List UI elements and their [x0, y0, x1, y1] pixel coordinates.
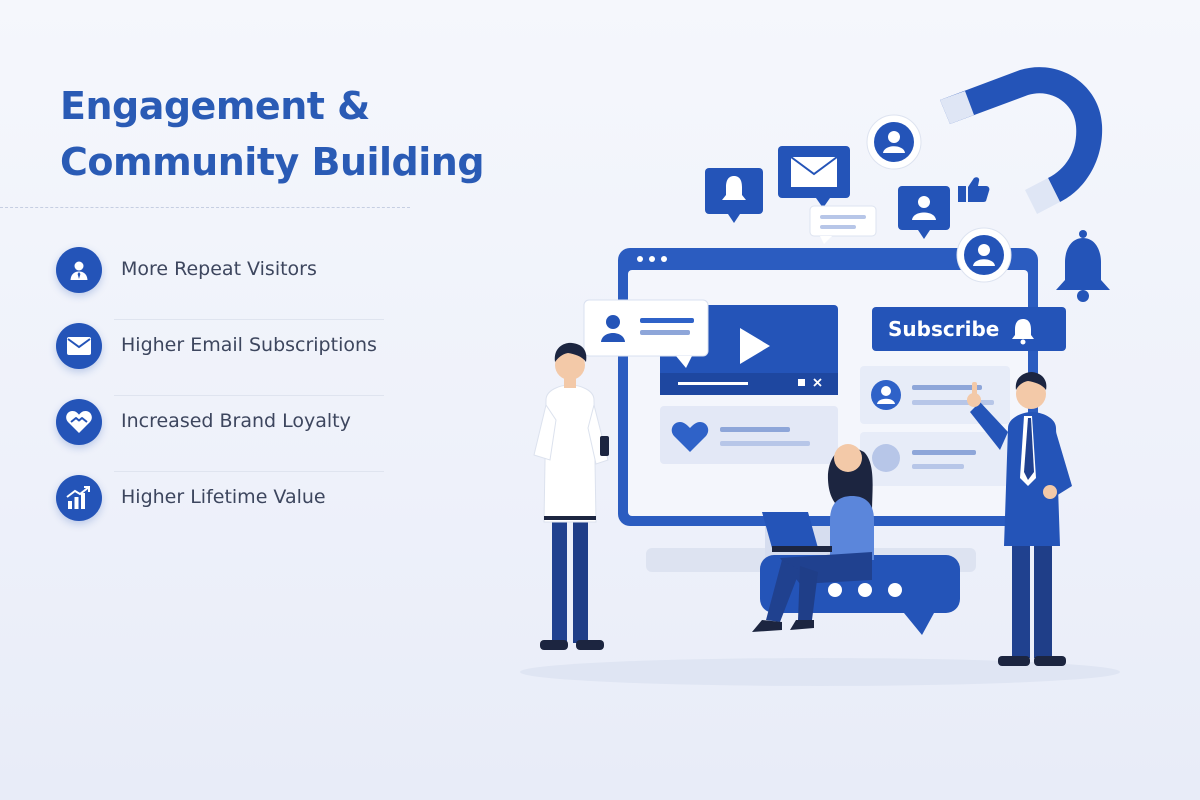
profile-card	[860, 432, 1010, 486]
floor-shadow	[520, 658, 1120, 686]
user-avatar-bubble	[956, 227, 1012, 283]
feature-list: More Repeat Visitors Higher Email Subscr…	[54, 244, 384, 548]
comment-bubble	[583, 299, 709, 368]
feature-label: Higher Email Subscriptions	[121, 334, 377, 356]
divider	[114, 319, 384, 320]
feature-label: More Repeat Visitors	[121, 258, 317, 280]
laptop-icon	[762, 512, 818, 548]
heart-handshake-icon	[671, 422, 709, 452]
user-avatar-bubble	[866, 114, 922, 170]
subscribe-label: Subscribe	[888, 317, 999, 341]
bell-notification-bubble	[705, 168, 763, 223]
feature-item-email-subscriptions: Higher Email Subscriptions	[54, 320, 384, 396]
magnet-icon	[940, 67, 1103, 214]
play-icon	[740, 328, 770, 364]
feature-label: Higher Lifetime Value	[121, 486, 326, 508]
divider	[114, 471, 384, 472]
title-line-1: Engagement &	[60, 84, 370, 128]
message-bubble	[809, 205, 877, 244]
phone-icon	[600, 436, 609, 456]
man-with-phone	[533, 342, 609, 650]
title-line-2: Community Building	[60, 140, 485, 184]
title-divider	[0, 207, 410, 208]
man-in-suit	[967, 372, 1072, 666]
thumbs-up-icon	[958, 177, 990, 202]
user-profile-bubble	[898, 186, 950, 239]
email-notification-bubble	[778, 146, 850, 208]
feature-item-lifetime-value: Higher Lifetime Value	[54, 472, 384, 548]
loyalty-card	[660, 406, 838, 464]
feature-item-brand-loyalty: Increased Brand Loyalty	[54, 396, 384, 472]
growth-chart-icon	[56, 475, 102, 521]
community-illustration: Subscribe	[520, 67, 1120, 686]
envelope-icon	[56, 323, 102, 369]
user-icon	[606, 315, 620, 329]
feature-label: Increased Brand Loyalty	[121, 410, 351, 432]
woman-with-laptop	[752, 444, 874, 632]
heart-handshake-icon	[56, 399, 102, 445]
divider	[114, 395, 384, 396]
bell-icon	[722, 176, 746, 200]
user-icon	[56, 247, 102, 293]
feature-item-repeat-visitors: More Repeat Visitors	[54, 244, 384, 320]
subscribe-button[interactable]: Subscribe	[872, 307, 1066, 351]
bell-icon	[1056, 230, 1110, 302]
page-title: Engagement & Community Building	[60, 78, 485, 190]
bell-icon	[1012, 319, 1034, 339]
